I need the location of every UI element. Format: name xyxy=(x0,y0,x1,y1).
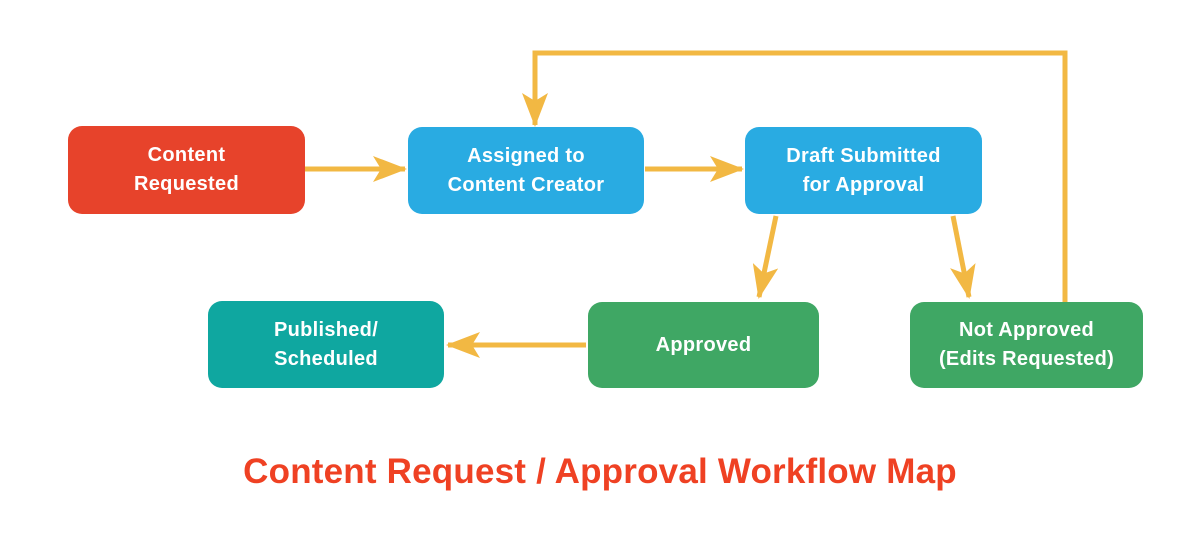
node-approved: Approved xyxy=(588,302,819,388)
arrow-draft-to-not-approved xyxy=(950,215,976,299)
node-draft-submitted-for-approval: Draft Submitted for Approval xyxy=(745,127,982,214)
node-assigned-to-content-creator: Assigned to Content Creator xyxy=(408,127,644,214)
node-content-requested: Content Requested xyxy=(68,126,305,214)
node-not-approved-label: Not Approved (Edits Requested) xyxy=(938,319,1115,370)
node-not-approved: Not Approved (Edits Requested) xyxy=(910,302,1143,388)
diagram-title: Content Request / Approval Workflow Map xyxy=(243,452,957,491)
node-approved-label: Approved xyxy=(655,333,752,356)
node-assigned-to-content-creator-label: Assigned to Content Creator xyxy=(447,144,605,196)
arrow-draft-to-approved xyxy=(752,215,779,299)
arrow-not-approved-loop-to-assigned xyxy=(522,50,1068,302)
node-published-scheduled: Published/ Scheduled xyxy=(208,301,444,388)
node-published-scheduled-label: Published/ Scheduled xyxy=(273,318,379,370)
node-draft-submitted-for-approval-label: Draft Submitted for Approval xyxy=(786,144,941,196)
node-content-requested-label: Content Requested xyxy=(134,144,239,195)
